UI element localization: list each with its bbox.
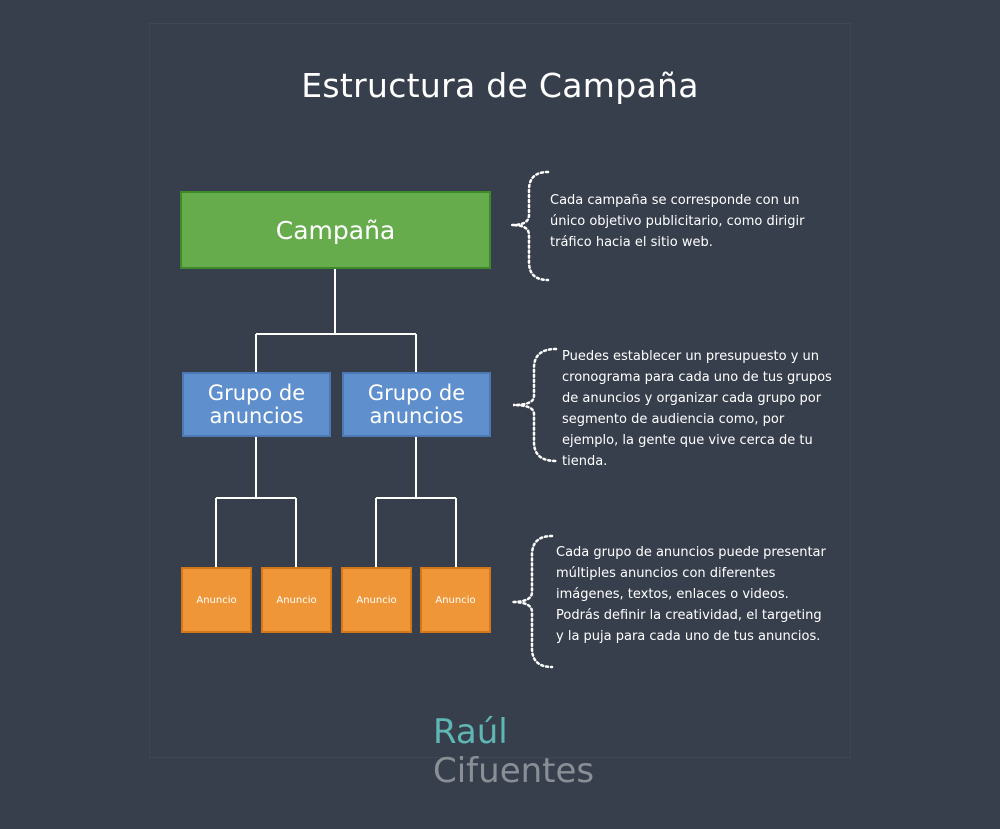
ad-group-label: Grupo de anuncios [207,380,306,428]
ad-box-1: Anuncio [181,567,252,633]
campaign-description: Cada campaña se corresponde con un único… [550,193,805,250]
ad-box-4: Anuncio [420,567,491,633]
brace-campaign [511,170,550,282]
ad-group-box-1: Grupo de anuncios [182,372,331,437]
campaign-label: Campaña [275,215,396,245]
ad-box-3: Anuncio [341,567,412,633]
brand-last-name: Cifuentes [433,751,595,791]
ad-description: Cada grupo de anuncios puede presentar m… [556,545,826,644]
ad-label: Anuncio [435,594,476,606]
brace-group [512,347,558,463]
ad-label: Anuncio [276,594,317,606]
ad-group-label: Grupo de anuncios [367,380,466,428]
diagram-title: Estructura de Campaña [301,66,699,105]
ad-label: Anuncio [196,594,237,606]
ad-label: Anuncio [356,594,397,606]
ad-group-box-2: Grupo de anuncios [342,372,491,437]
brace-ad [511,534,554,669]
campaign-box: Campaña [180,191,491,269]
brand-first-name: Raúl [433,712,508,752]
group-description: Puedes establecer un presupuesto y un cr… [562,349,832,469]
ad-box-2: Anuncio [261,567,332,633]
